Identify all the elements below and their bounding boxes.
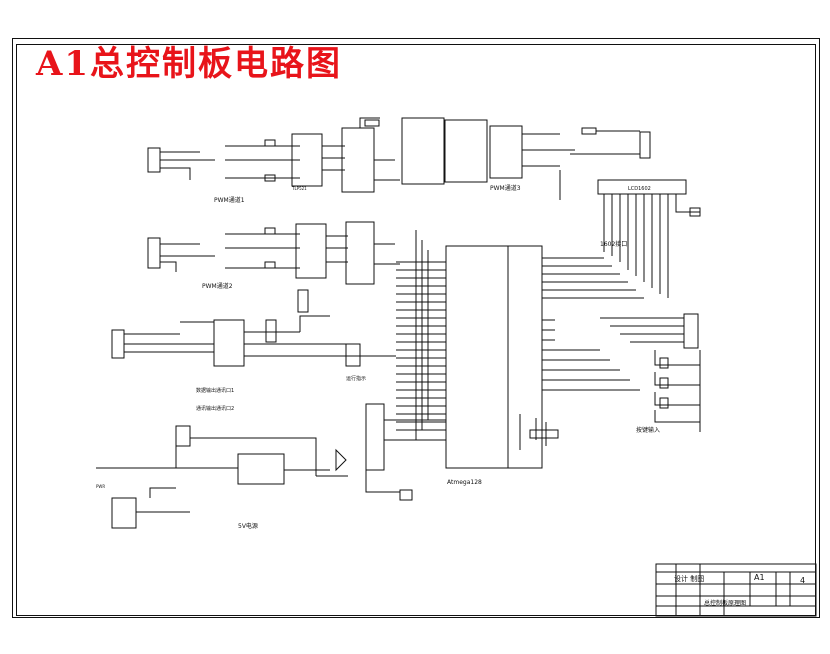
rs485-chip-1 bbox=[213, 319, 245, 367]
svg-text:TLP521: TLP521 bbox=[291, 186, 307, 191]
pwm-channel-3: PWM通道3 bbox=[401, 117, 651, 200]
led-label: 运行指示 bbox=[346, 375, 366, 382]
pwm1-label: PWM通道1 bbox=[214, 196, 245, 204]
title-block-sheet: 4 bbox=[800, 576, 806, 585]
title-block bbox=[655, 563, 817, 617]
mcu-block: Atmega128 bbox=[396, 230, 644, 486]
regulator-chip bbox=[237, 453, 285, 485]
pwm3-label: PWM通道3 bbox=[490, 184, 521, 192]
drawing-title: A1总控制板电路图 bbox=[36, 44, 343, 84]
mcu-left-pins bbox=[445, 245, 509, 469]
rs485-block: 数据输出通讯口1 通讯输出通讯口2 运行指示 bbox=[111, 289, 396, 412]
title-block-company: 设计 制图 bbox=[674, 575, 705, 583]
mcu-label: Atmega128 bbox=[447, 479, 482, 486]
lcd1602-header bbox=[597, 179, 687, 195]
pwm3-optocoupler bbox=[489, 125, 523, 179]
inner-frame bbox=[16, 44, 816, 616]
mcu-right-pins bbox=[507, 245, 543, 469]
pwm2-label: PWM通道2 bbox=[202, 282, 233, 290]
pwm1-optocoupler bbox=[291, 133, 323, 187]
pwm-channel-2: PWM通道2 bbox=[147, 221, 400, 290]
svg-text:PWR: PWR bbox=[96, 484, 105, 489]
key-input-block: 按键输入 bbox=[600, 313, 701, 434]
power-supply-block: 5V电源 PWR bbox=[96, 425, 348, 530]
led-connector bbox=[345, 343, 361, 367]
lcd1602-block: LCD1602 1602接口 bbox=[597, 179, 701, 298]
pwm-channel-1: PWM通道1 TLP521 bbox=[147, 117, 400, 204]
outer-frame bbox=[12, 38, 820, 618]
title-block-drawing: 总控制板原理图 bbox=[704, 600, 747, 607]
rs485-1-label: 数据输出通讯口1 bbox=[196, 387, 234, 394]
pwm2-optocoupler bbox=[295, 223, 327, 279]
svg-text:LCD1602: LCD1602 bbox=[628, 186, 651, 192]
lcd-port-label: 1602接口 bbox=[600, 240, 627, 248]
oscillator-block bbox=[365, 403, 559, 501]
power-label: 5V电源 bbox=[238, 522, 258, 530]
rs485-2-label: 通讯输出通讯口2 bbox=[196, 405, 234, 412]
keys-label: 按键输入 bbox=[636, 426, 660, 434]
title-block-size: A1 bbox=[754, 573, 765, 582]
